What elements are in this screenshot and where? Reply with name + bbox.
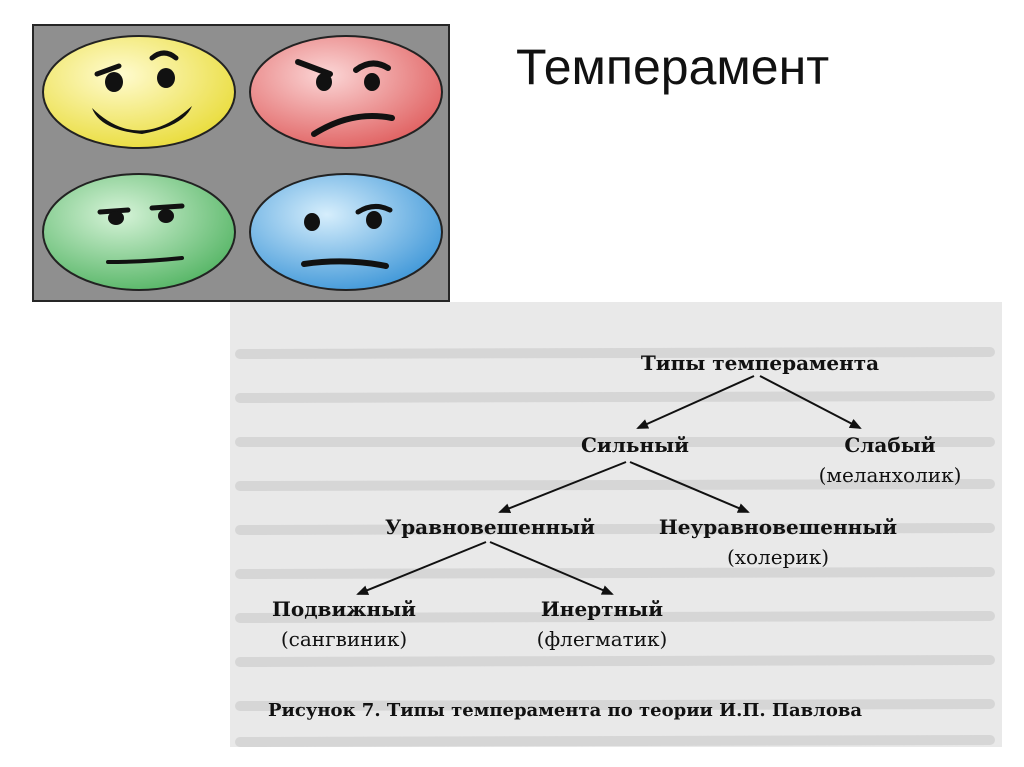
node-weak-type: (меланхолик) <box>819 463 962 487</box>
edge-root-weak <box>759 375 862 429</box>
edge-strong-unbalanced <box>629 461 750 513</box>
tree-edges <box>356 375 862 595</box>
edge-balanced-inert <box>489 541 614 595</box>
figure-caption: Рисунок 7. Типы темперамента по теории И… <box>268 700 862 721</box>
temperament-tree: Типы темперамента Сильный Слабый (меланх… <box>268 351 962 721</box>
slide-title: Темперамент <box>516 39 830 95</box>
node-unbalanced: Неуравновешенный <box>659 515 897 539</box>
node-mobile-type: (сангвиник) <box>281 627 407 651</box>
pavlov-diagram-scan: Типы темперамента Сильный Слабый (меланх… <box>230 302 1002 747</box>
edge-strong-balanced <box>498 461 627 513</box>
node-strong: Сильный <box>581 433 689 457</box>
scan-background-texture <box>235 347 995 747</box>
node-mobile: Подвижный <box>272 597 416 621</box>
node-unbalanced-type: (холерик) <box>727 545 829 569</box>
node-root: Типы темперамента <box>641 351 879 375</box>
node-weak: Слабый <box>844 433 935 457</box>
blue-face <box>249 173 443 291</box>
faces-illustration <box>42 35 443 291</box>
temperament-faces-image <box>32 24 450 302</box>
edge-root-strong <box>636 375 755 429</box>
node-balanced: Уравновешенный <box>385 515 595 539</box>
node-inert: Инертный <box>541 597 663 621</box>
red-face <box>249 35 443 149</box>
green-face <box>42 173 236 291</box>
edge-balanced-mobile <box>356 541 487 595</box>
yellow-face <box>42 35 236 149</box>
node-inert-type: (флегматик) <box>537 627 668 651</box>
